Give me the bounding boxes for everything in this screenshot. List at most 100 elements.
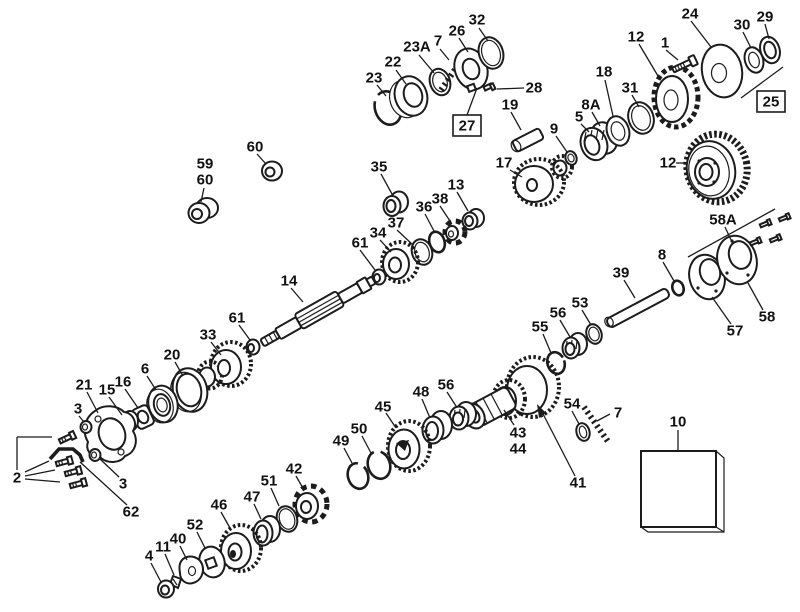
part-46-gear [219, 523, 263, 573]
part-37-washer [410, 238, 434, 266]
leader-line [764, 23, 770, 40]
part-35-bushing [382, 190, 409, 217]
leader-line [270, 487, 280, 507]
leader-line [256, 153, 267, 165]
part-62-clip-bracket [48, 447, 85, 463]
part-9-retaining-ring [564, 150, 578, 166]
callout-59: 59 [197, 156, 214, 173]
callout-19: 19 [502, 97, 519, 114]
callout-box-27 [452, 114, 482, 137]
callout-62: 62 [123, 504, 140, 521]
part-48-bushing-collar [421, 410, 453, 445]
part-24-lock-plate-disc [700, 43, 744, 99]
part-12-chain-sprocket [651, 64, 701, 130]
leader-line [418, 54, 435, 74]
leader-line [540, 409, 576, 477]
leader-line [290, 287, 304, 303]
part-22-bearing-collar [388, 75, 429, 119]
leader-line [591, 111, 601, 127]
leader-line [24, 478, 61, 483]
callout-50: 50 [351, 421, 368, 438]
leader-line [150, 562, 162, 583]
callout-12: 12 [660, 155, 677, 172]
part-38-shifter-clutch [442, 218, 468, 246]
part-18-thrust-washer [605, 115, 631, 147]
callout-39: 39 [613, 265, 630, 282]
leader-line [421, 398, 431, 419]
part-61-bushing-upper [371, 268, 387, 286]
part-17-pinion-gear [512, 154, 574, 207]
leader-line [253, 503, 262, 520]
leader-line [496, 87, 525, 90]
callout-57: 57 [727, 323, 744, 340]
part-55-retaining-ring [545, 350, 567, 376]
leader-line [86, 391, 99, 414]
leader-line [456, 191, 469, 212]
leader-line [466, 87, 478, 116]
callout-55: 55 [532, 319, 549, 336]
callout-38: 38 [432, 191, 449, 208]
callout-32: 32 [469, 12, 486, 29]
leader-line [78, 415, 85, 423]
leader-line [690, 20, 712, 48]
callout-58: 58 [759, 309, 776, 326]
leader-line [581, 309, 592, 326]
leader-line [542, 333, 552, 354]
part-10-kit-box [640, 450, 725, 533]
leader-line [196, 531, 206, 549]
leader-line [238, 324, 251, 341]
part-6-ball-bearing [146, 384, 179, 424]
leader-line [510, 111, 522, 131]
callout-8: 8 [658, 247, 666, 264]
leader-line [555, 135, 568, 153]
leader-line [395, 69, 407, 85]
callout-18: 18 [596, 64, 613, 81]
callout-28: 28 [526, 80, 543, 97]
callout-53: 53 [572, 295, 589, 312]
leader-line [396, 229, 414, 246]
leader-line [665, 49, 679, 61]
part-4-nut [157, 579, 175, 599]
leader-line [343, 447, 353, 464]
callout-9: 9 [550, 121, 558, 138]
leader-line [439, 48, 450, 61]
leader-line [604, 79, 614, 117]
callout-34: 34 [370, 225, 387, 242]
callout-8A: 8A [581, 97, 600, 114]
leader-line [200, 187, 205, 203]
leader-line [742, 31, 752, 49]
leader-line [559, 319, 571, 338]
callout-6: 6 [141, 361, 149, 378]
callout-12: 12 [628, 29, 645, 46]
leader-line [458, 37, 469, 53]
callout-36: 36 [416, 199, 433, 216]
part-45-gear [386, 419, 432, 473]
callout-26: 26 [449, 23, 466, 40]
callout-11: 11 [155, 539, 171, 556]
callout-41: 41 [570, 475, 587, 492]
leader-line [361, 435, 372, 454]
part-19-roller-pin [510, 127, 545, 153]
callout-61: 61 [352, 235, 369, 252]
callout-7: 7 [434, 33, 442, 50]
callout-24: 24 [682, 6, 699, 23]
part-1-bolt [671, 54, 699, 74]
callout-23A: 23A [403, 39, 431, 56]
part-60-nut [261, 160, 283, 182]
part-50-retaining-ring [366, 449, 392, 481]
callout-60: 60 [197, 172, 214, 189]
callout-42: 42 [286, 461, 303, 478]
leader-line [711, 296, 732, 325]
leader-line [99, 458, 120, 478]
leader-line [108, 396, 123, 416]
leader-line [79, 461, 128, 506]
callout-56: 56 [438, 377, 455, 394]
callout-2: 2 [13, 470, 21, 487]
part-54-o-ring [575, 422, 591, 442]
callout-23: 23 [366, 70, 383, 87]
callout-21: 21 [76, 377, 93, 394]
callout-61: 61 [229, 310, 246, 327]
callout-56: 56 [550, 305, 567, 322]
